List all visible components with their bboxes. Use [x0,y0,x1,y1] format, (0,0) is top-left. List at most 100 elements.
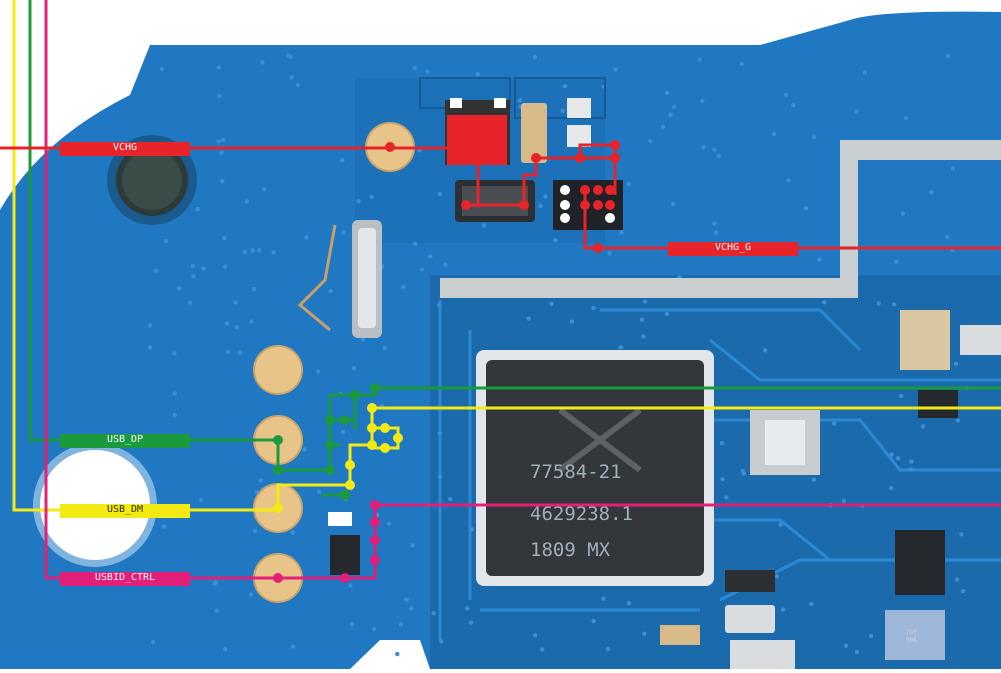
via [781,607,786,612]
via [369,194,374,200]
via [220,137,226,143]
via [340,158,345,163]
net-dot [325,415,335,425]
via [222,647,228,652]
via [892,302,897,307]
net-label-vchg-text: VCHG [112,142,138,153]
net-dot [380,443,390,453]
via [920,424,926,429]
via [295,82,301,88]
via [290,530,295,535]
net-label-usb-dm-text: USB_DM [106,504,144,515]
net-dot [273,465,283,475]
net-dot [325,440,335,450]
via [526,316,531,321]
net-dot [605,185,615,195]
net-dots [273,140,620,583]
via [436,303,442,308]
via [953,361,959,366]
via [191,274,196,279]
chip-marking-line-2: 4629238.1 [530,503,633,525]
via [811,477,816,482]
via [786,178,791,183]
via [549,301,554,306]
via [740,468,746,474]
via [889,485,894,491]
net-label-vchg: VCHG [60,142,190,156]
via [431,611,436,616]
via [233,300,238,305]
via [945,235,950,240]
via [540,647,545,652]
via [862,70,868,75]
via [371,626,377,632]
net-dot [273,435,283,445]
via [854,109,859,114]
pad-dot [560,213,570,223]
net-dot [273,503,283,513]
via [697,57,702,62]
via [425,69,430,74]
via [216,139,221,144]
via [626,601,632,606]
via [601,596,606,601]
main-ic: 77584-21 4629238.1 1809 MX [476,350,714,586]
via [619,230,624,235]
via [817,257,822,262]
via [607,251,612,256]
net-label-usb-dp: USB_DP [60,434,190,448]
via [950,166,955,171]
via [639,317,645,322]
via [465,606,470,611]
via [244,199,250,204]
chip-marking-line-3: 1809 MX [530,539,611,561]
via [161,524,167,529]
via [714,230,719,235]
via [252,528,258,534]
pad-dot [560,185,570,195]
via [904,115,909,121]
via [315,369,321,374]
via [954,577,960,582]
via [642,299,648,304]
via [360,337,366,342]
via [248,592,254,597]
via [900,211,906,216]
net-dot [393,433,403,443]
via [304,235,309,240]
via [955,418,960,423]
net-label-vchg-g: VCHG_G [668,242,798,256]
via [945,53,951,59]
via [164,238,169,244]
chip-marking-line-1: 77584-21 [530,461,622,483]
net-label-usbid-ctrl: USBID_CTRL [60,572,190,586]
via [341,230,346,235]
net-label-usb-dm: USB_DM [60,504,190,518]
via [719,440,725,446]
via [437,431,443,436]
via [439,639,444,644]
via [190,263,195,269]
via [172,413,177,418]
component-vchg-highlight [447,115,507,165]
via [538,203,543,208]
via [220,179,225,184]
via [854,649,860,655]
via [783,92,789,98]
via [222,264,228,269]
via [716,153,721,159]
via [225,349,230,355]
via [560,108,565,114]
via [234,324,239,330]
via [419,267,425,272]
net-usbid-ctrl-wire [44,0,1001,580]
via [172,391,177,396]
via [214,608,220,613]
net-dot [370,500,380,510]
via [398,622,404,627]
net-label-usb-dp-text: USB_DP [106,434,144,445]
via [289,75,294,80]
via [889,452,894,457]
net-dot [605,200,615,210]
